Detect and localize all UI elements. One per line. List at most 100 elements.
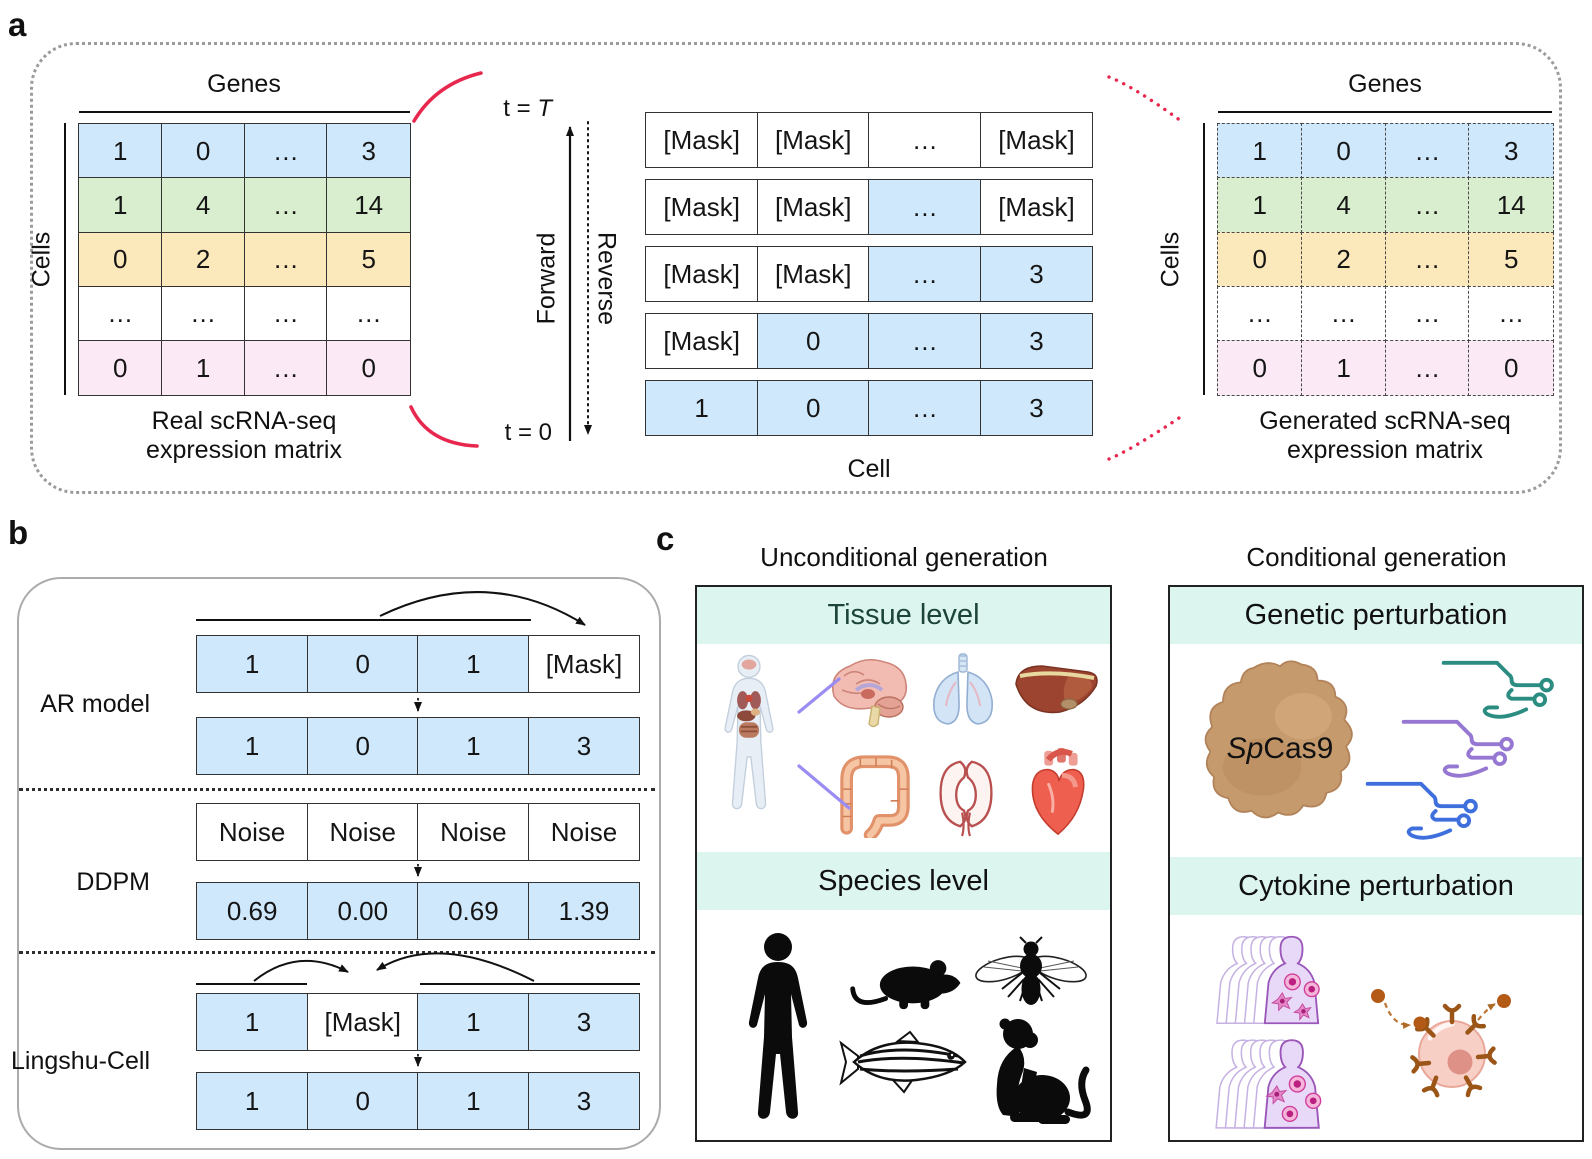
matrix-cell: 1 xyxy=(78,177,163,234)
real-matrix-cells-label: Cells xyxy=(27,231,56,288)
matrix-row: [Mask][Mask]…[Mask] xyxy=(645,179,1094,235)
matrix-cell: Noise xyxy=(417,803,530,861)
large-intestine-icon xyxy=(840,755,910,838)
cell-with-cytokine-receptors-icon xyxy=(1371,989,1511,1123)
panel-a-letter: a xyxy=(8,6,27,43)
matrix-row: ………… xyxy=(1217,285,1554,342)
matrix-cell: 3 xyxy=(527,993,641,1051)
matrix-cell: 0 xyxy=(1217,340,1303,397)
immune-cell-population-male-icon xyxy=(1215,1039,1322,1129)
matrix-cell: 3 xyxy=(1468,123,1554,179)
sgrna-purple-icon xyxy=(1401,719,1514,778)
matrix-cell: 0 xyxy=(756,313,870,369)
matrix-cell: 1 xyxy=(196,1072,309,1130)
matrix-cell: 0 xyxy=(306,635,419,693)
matrix-cell: … xyxy=(243,177,329,234)
matrix-cell: … xyxy=(1384,177,1471,234)
monkey-silhouette-icon xyxy=(996,1018,1091,1124)
matrix-cell: 3 xyxy=(979,313,1094,369)
matrix-cell: 0 xyxy=(306,717,419,775)
matrix-cell: 1 xyxy=(78,123,163,179)
real-matrix-genes-label: Genes xyxy=(207,70,281,98)
matrix-cell: 0 xyxy=(78,340,163,397)
matrix-cell: [Mask] xyxy=(645,246,759,302)
generated-matrix-caption-line2: expression matrix xyxy=(1287,436,1483,464)
matrix-cell: 4 xyxy=(160,177,246,234)
matrix-cell: 1 xyxy=(417,635,530,693)
matrix-cell: … xyxy=(160,285,246,342)
matrix-cell: … xyxy=(1384,123,1471,179)
generated-matrix-genes-label: Genes xyxy=(1348,70,1422,98)
sgrna-blue-icon xyxy=(1365,781,1478,840)
conditional-generation-title: Conditional generation xyxy=(1246,542,1507,572)
lingshu-cell-label: Lingshu-Cell xyxy=(11,1047,150,1075)
matrix-cell: … xyxy=(78,285,163,342)
real-matrix-caption-line1: Real scRNA-seq xyxy=(151,407,337,435)
matrix-cell: 0.00 xyxy=(306,882,419,940)
matrix-cell: 1 xyxy=(645,380,759,436)
time-top-label: t = T xyxy=(503,95,552,122)
real-matrix-caption-line2: expression matrix xyxy=(146,436,342,464)
time-bottom-label: t = 0 xyxy=(504,419,552,446)
matrix-cell: 3 xyxy=(979,380,1094,436)
human-silhouette-icon xyxy=(748,933,808,1119)
matrix-cell: … xyxy=(868,179,982,235)
matrix-cell: 1 xyxy=(160,340,246,397)
matrix-cell: [Mask] xyxy=(645,112,759,168)
matrix-cell: 1 xyxy=(196,717,309,775)
matrix-cell: 1 xyxy=(417,993,530,1051)
panel-b-border xyxy=(17,577,661,1150)
matrix-cell: 14 xyxy=(1468,177,1554,234)
matrix-cell: … xyxy=(326,285,411,342)
matrix-cell: … xyxy=(1217,285,1303,342)
matrix-cell: 3 xyxy=(527,1072,641,1130)
matrix-cell: … xyxy=(868,112,982,168)
forward-process-label: Forward xyxy=(532,232,561,325)
matrix-cell: 3 xyxy=(527,717,641,775)
lingshu-context-line-right xyxy=(420,983,640,986)
matrix-cell: 0 xyxy=(160,123,246,179)
matrix-cell: 4 xyxy=(1300,177,1387,234)
matrix-cell: … xyxy=(1468,285,1554,342)
generated-matrix-genes-axis-line xyxy=(1218,111,1552,114)
matrix-cell: 5 xyxy=(1468,231,1554,288)
matrix-cell: [Mask] xyxy=(527,635,641,693)
kidneys-icon xyxy=(939,760,993,837)
generated-matrix-cells-label: Cells xyxy=(1156,231,1185,288)
matrix-cell: [Mask] xyxy=(306,993,419,1051)
matrix-cell: 0 xyxy=(326,340,411,397)
matrix-cell: [Mask] xyxy=(979,112,1094,168)
matrix-row: ………… xyxy=(78,285,411,342)
matrix-cell: Noise xyxy=(196,803,309,861)
fruit-fly-icon xyxy=(975,936,1087,1005)
matrix-cell: … xyxy=(868,313,982,369)
brain-icon xyxy=(831,658,908,728)
real-matrix-cells-axis-line xyxy=(64,123,67,395)
matrix-cell: 0 xyxy=(306,1072,419,1130)
immune-cell-population-female-icon xyxy=(1216,935,1320,1025)
panel-b-divider-2 xyxy=(19,951,655,954)
matrix-cell: … xyxy=(243,285,329,342)
matrix-cell: [Mask] xyxy=(645,313,759,369)
panel-b-divider-1 xyxy=(19,788,655,791)
matrix-cell: … xyxy=(1384,285,1471,342)
matrix-cell: 3 xyxy=(326,123,411,179)
heart-icon xyxy=(1031,747,1085,836)
spcas9-protein-icon xyxy=(1204,660,1353,819)
sgrna-teal-icon xyxy=(1441,660,1554,719)
